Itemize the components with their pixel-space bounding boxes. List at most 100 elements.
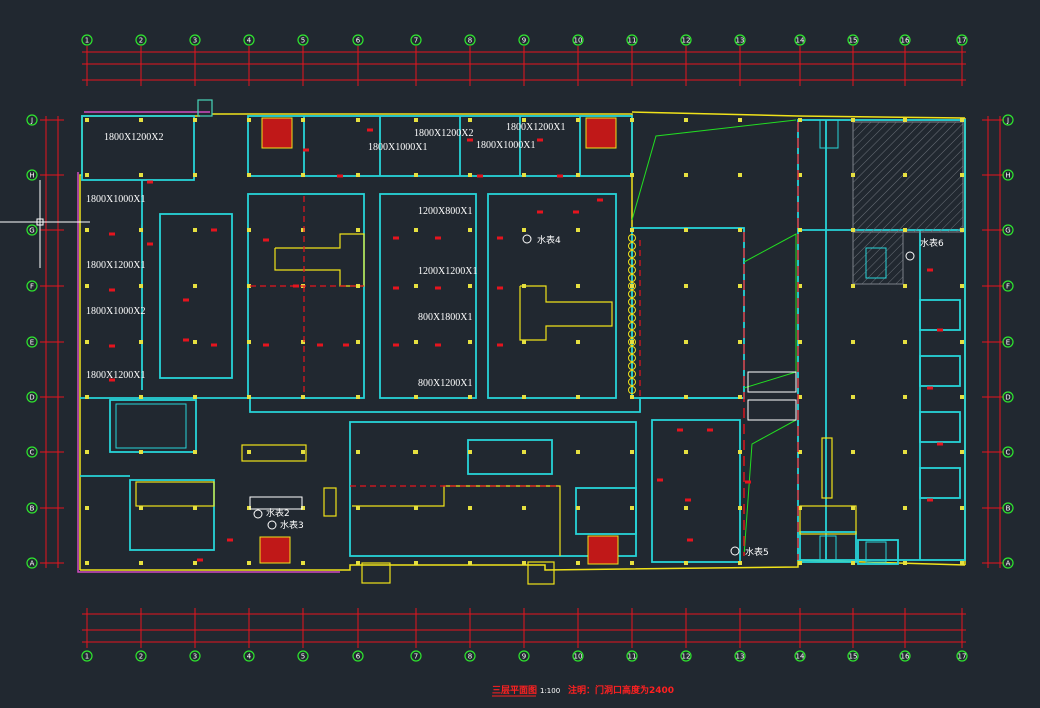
column-marker — [960, 561, 964, 565]
hatched-void-b — [852, 231, 904, 285]
door-leaf — [745, 480, 751, 484]
axis-bubble-row-H-left — [26, 169, 38, 181]
axis-bubble-col-14-bottom — [794, 650, 806, 662]
column-marker — [522, 284, 526, 288]
column-marker — [576, 284, 580, 288]
meter-label-5: 水表5 — [745, 546, 769, 558]
room-e-3 — [919, 411, 961, 443]
axis-label-row-G-left: G — [29, 227, 34, 235]
column-marker — [738, 228, 742, 232]
room-label-r11: 1200X1200X1 — [418, 266, 477, 277]
lift-a — [361, 562, 391, 584]
axis-label-row-D-right: D — [1005, 394, 1010, 402]
axis-bubble-col-9-bottom — [518, 650, 530, 662]
room-label-r10: 1200X800X1 — [418, 206, 472, 217]
column-marker — [85, 173, 89, 177]
axis-label-row-A-left: A — [30, 560, 35, 568]
south-west-room-b — [129, 479, 215, 551]
column-marker — [630, 561, 634, 565]
axis-label-col-15-bottom: 15 — [849, 653, 858, 661]
ramp-bottom — [743, 419, 797, 557]
column-marker — [414, 340, 418, 344]
structural-columns — [85, 118, 964, 565]
meter-icon-5 — [730, 546, 740, 556]
stair-red-2 — [585, 117, 617, 149]
block-southeast — [651, 419, 741, 563]
west-room-top — [81, 115, 195, 181]
axis-bubble-col-13-bottom — [734, 650, 746, 662]
door-leaf — [435, 286, 441, 290]
axis-label-col-13-bottom: 13 — [736, 653, 745, 661]
column-marker — [684, 561, 688, 565]
column-marker — [468, 506, 472, 510]
chain-ring — [628, 322, 636, 330]
column-marker — [247, 561, 251, 565]
corridor-south — [80, 397, 744, 413]
axis-bubble-col-14-top — [794, 34, 806, 46]
axis-bubble-col-8-bottom — [464, 650, 476, 662]
column-marker — [193, 118, 197, 122]
column-marker — [85, 340, 89, 344]
column-marker — [522, 506, 526, 510]
chain-ring — [628, 258, 636, 266]
column-marker — [193, 228, 197, 232]
bench — [249, 496, 303, 510]
axis-label-row-H-right: H — [1005, 172, 1010, 180]
column-marker — [738, 506, 742, 510]
counter — [241, 444, 307, 462]
column-marker — [576, 228, 580, 232]
stair-south-mid — [575, 487, 637, 535]
column-marker — [414, 173, 418, 177]
axis-label-row-F-right: F — [1006, 283, 1010, 291]
column-marker — [960, 506, 964, 510]
door-leaf — [183, 298, 189, 302]
chain-ring — [628, 314, 636, 322]
column-marker — [903, 450, 907, 454]
lift-b — [527, 561, 555, 585]
stair-southeast-b — [857, 539, 899, 565]
column-marker — [903, 506, 907, 510]
column-marker — [684, 450, 688, 454]
stair-cyan-5 — [115, 403, 187, 449]
chain-ring — [628, 250, 636, 258]
chain-ring — [628, 290, 636, 298]
stair-cyan-4 — [865, 541, 887, 563]
column-marker — [301, 506, 305, 510]
column-marker — [85, 395, 89, 399]
door-leaf — [317, 343, 323, 347]
column-marker — [576, 506, 580, 510]
axis-label-col-8-bottom: 8 — [468, 653, 472, 661]
column-marker — [414, 118, 418, 122]
column-marker — [738, 561, 742, 565]
stair-southeast — [799, 531, 857, 563]
column-marker — [356, 228, 360, 232]
column-marker — [356, 173, 360, 177]
axis-bubble-col-4-top — [243, 34, 255, 46]
axis-bubble-row-B-right — [1002, 502, 1014, 514]
column-marker — [468, 228, 472, 232]
dimension-lines — [40, 46, 1004, 648]
room-e-2 — [919, 355, 961, 387]
column-marker — [139, 173, 143, 177]
axis-label-col-8-top: 8 — [468, 37, 472, 45]
door-leaf — [497, 286, 503, 290]
column-marker — [356, 506, 360, 510]
axis-bubble-col-15-bottom — [847, 650, 859, 662]
axis-bubble-row-E-left — [26, 336, 38, 348]
axis-label-col-12-top: 12 — [682, 37, 691, 45]
column-marker — [738, 395, 742, 399]
door-leaf — [927, 498, 933, 502]
axis-label-col-6-bottom: 6 — [356, 653, 361, 661]
door-leaf — [263, 343, 269, 347]
axis-label-col-10-bottom: 10 — [574, 653, 583, 661]
axis-label-col-2-top: 2 — [139, 37, 143, 45]
outer-wall-top — [212, 113, 633, 230]
axis-label-row-H-left: H — [29, 172, 34, 180]
ramps — [631, 119, 797, 557]
door-swings — [109, 122, 943, 562]
column-marker — [960, 284, 964, 288]
axis-bubble-col-15-top — [847, 34, 859, 46]
axis-bubble-col-12-top — [680, 34, 692, 46]
column-marker — [301, 340, 305, 344]
